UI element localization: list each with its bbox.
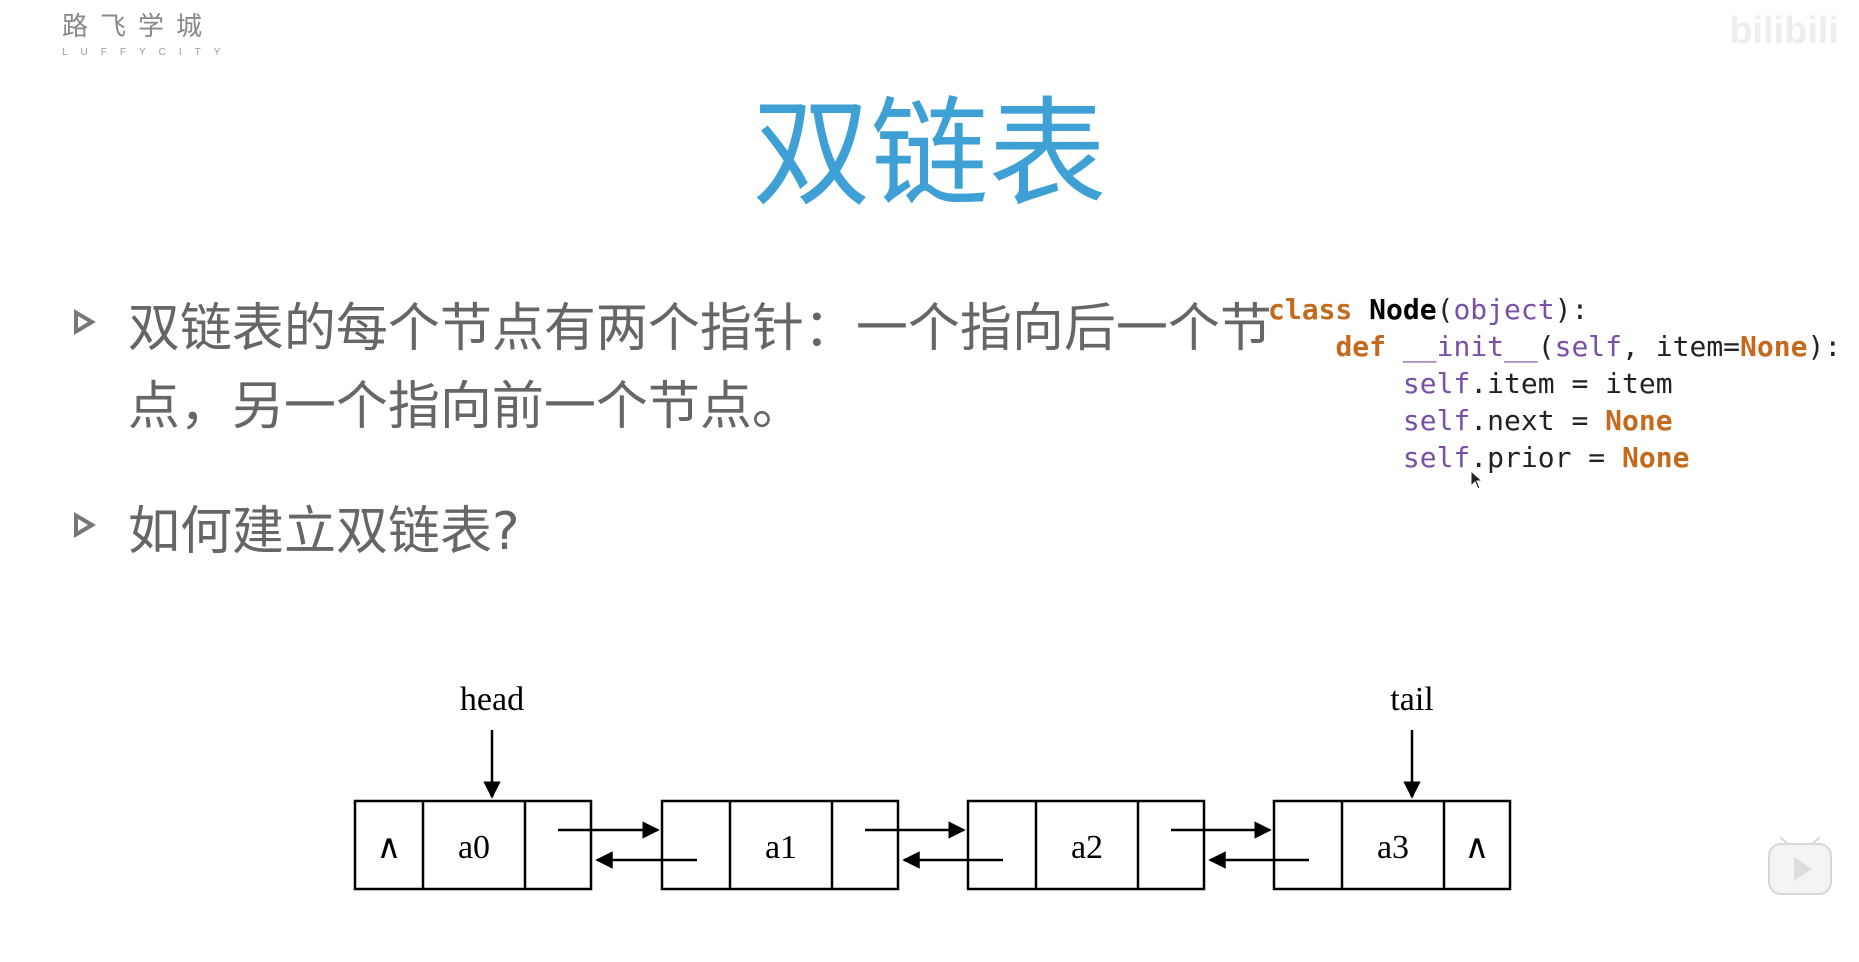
node-value-a3: a3 — [1377, 829, 1409, 866]
code-paren: ( — [1436, 293, 1454, 326]
code-self: self — [1402, 441, 1471, 474]
code-fn-open: ( — [1537, 330, 1555, 363]
code-none: None — [1622, 441, 1690, 474]
null-symbol: ∧ — [1465, 829, 1490, 866]
code-line-prior: .prior = — [1470, 441, 1623, 474]
code-fn-params: , item= — [1622, 330, 1741, 363]
code-base-class: object — [1453, 293, 1555, 326]
code-param-self: self — [1554, 330, 1623, 363]
node-value-a2: a2 — [1071, 829, 1103, 866]
code-keyword-class: class — [1268, 293, 1353, 326]
head-label: head — [460, 681, 524, 718]
bilibili-watermark: bilibili — [1729, 10, 1839, 52]
bullet-arrow-icon — [74, 512, 96, 538]
code-keyword-def: def — [1335, 330, 1387, 363]
bullet-text-2: 如何建立双链表? — [128, 502, 520, 562]
node-a2 — [966, 799, 1206, 891]
bullet-arrow-icon — [73, 309, 96, 335]
code-default-none: None — [1740, 330, 1808, 363]
node-value-a1: a1 — [765, 829, 797, 866]
node-a1 — [660, 799, 900, 891]
node-a0 — [353, 799, 593, 891]
code-function-name: __init__ — [1402, 330, 1538, 363]
code-line-next: .next = — [1470, 404, 1606, 437]
code-none: None — [1605, 404, 1673, 437]
play-icon — [1794, 857, 1812, 881]
code-class-end: ): — [1554, 293, 1589, 326]
logo-english: LUFFYCITY — [62, 47, 234, 58]
code-self: self — [1402, 404, 1471, 437]
code-self: self — [1402, 367, 1471, 400]
mouse-cursor-icon — [1470, 470, 1484, 490]
bullet-text-1: 双链表的每个节点有两个指针：一个指向后一个节点，另一个指向前一个节点。 — [127, 299, 1272, 437]
play-button[interactable] — [1766, 835, 1834, 897]
code-line-item: .item = item — [1470, 367, 1673, 400]
node-a3 — [1272, 799, 1512, 891]
tail-label: tail — [1390, 681, 1433, 718]
null-symbol: ∧ — [377, 829, 402, 866]
node-value-a0: a0 — [458, 829, 490, 866]
luffycity-logo: 路飞学城 LUFFYCITY — [62, 6, 232, 58]
bullet-item-1: 双链表的每个节点有两个指针：一个指向后一个节点，另一个指向前一个节点。 — [72, 290, 1272, 446]
logo-chinese: 路飞学城 — [62, 12, 215, 42]
code-fn-end: ): — [1807, 330, 1842, 363]
slide-title: 双链表 — [752, 85, 1107, 223]
bullet-item-2: 如何建立双链表? — [72, 493, 520, 571]
code-class-name: Node — [1369, 293, 1437, 326]
code-block: class Node(object): def __init__(self, i… — [1268, 291, 1841, 476]
